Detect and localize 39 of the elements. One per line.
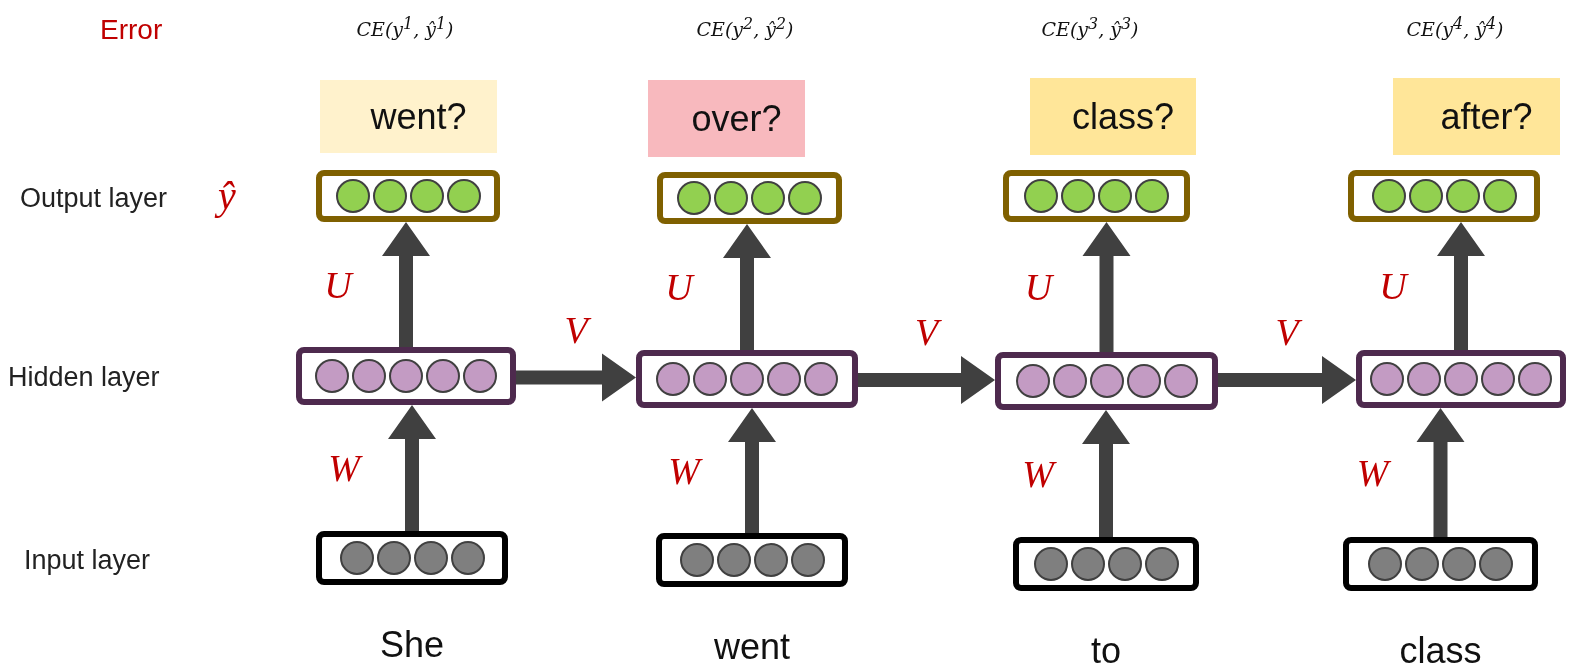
vector-box [636, 350, 858, 408]
arrow [1218, 356, 1356, 404]
input-word: to [1090, 631, 1122, 671]
vector-box [657, 172, 842, 224]
layer-label: Output layer [20, 183, 169, 214]
loss-formula: CE(y$^{1}$, ŷ$^{1}$) [355, 14, 455, 41]
prediction-box: over? [648, 80, 805, 157]
arrow [1416, 408, 1465, 537]
vector-box [316, 531, 508, 585]
layer-label: Input layer [24, 545, 152, 576]
layer-label: Hidden layer [8, 362, 161, 393]
prediction-box: class? [1030, 78, 1196, 155]
error-label: Error [100, 14, 164, 46]
arrow [388, 405, 436, 531]
prediction-box: went? [320, 80, 497, 153]
arrow [1437, 222, 1485, 350]
loss-formula: CE(y$^{2}$, ŷ$^{2}$) [695, 14, 795, 41]
loss-formula: CE(y$^{4}$, ŷ$^{4}$) [1405, 14, 1505, 41]
vector-box [296, 347, 516, 405]
input-word: class [1398, 631, 1483, 671]
input-word: went [712, 627, 791, 667]
vector-box [1343, 537, 1538, 591]
arrow [516, 353, 636, 402]
arrow [1082, 410, 1130, 537]
vector-box [316, 170, 500, 222]
arrow [728, 408, 776, 533]
vector-box [656, 533, 848, 587]
vector-box [1003, 170, 1190, 222]
prediction-box: after? [1393, 78, 1560, 155]
vector-box [995, 352, 1218, 410]
input-word: She [378, 625, 446, 665]
arrow [382, 222, 430, 347]
vector-box [1356, 350, 1566, 408]
loss-formula: CE(y$^{3}$, ŷ$^{3}$) [1040, 14, 1140, 41]
arrow [1082, 222, 1131, 352]
arrow [723, 224, 771, 350]
arrow [858, 356, 995, 404]
vector-box [1013, 537, 1199, 591]
vector-box [1348, 170, 1540, 222]
